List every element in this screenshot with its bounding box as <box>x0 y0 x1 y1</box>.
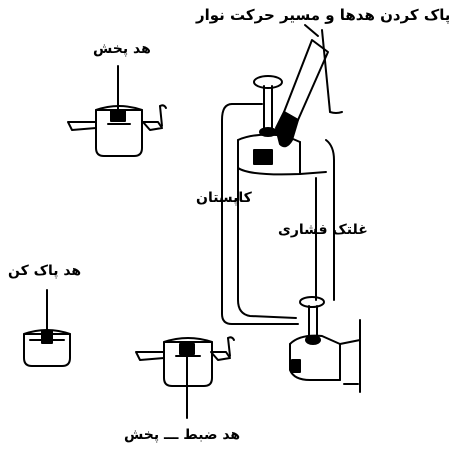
capstan-top-cap <box>254 76 282 88</box>
erase-head-label: هد پاک کن <box>8 263 82 279</box>
record-play-head-label: هد ضبط ـــ پخش <box>124 427 241 443</box>
cleaning-swab <box>276 25 342 146</box>
pinch-roller-label: غلتک فشاری <box>278 222 368 238</box>
record-play-head-drawing <box>136 337 234 418</box>
tape-path <box>222 140 334 324</box>
capstan-label: کاپستان <box>196 190 252 206</box>
erase-head-drawing <box>24 290 70 366</box>
play-head-drawing <box>68 66 166 156</box>
cleaning-title: پاک کردن هدها و مسیر حرکت نوار <box>196 6 449 24</box>
cleaning-assembly-drawing <box>222 25 360 392</box>
pinch-roller-top-cap <box>300 297 324 307</box>
play-head-label: هد پخش <box>93 41 151 57</box>
